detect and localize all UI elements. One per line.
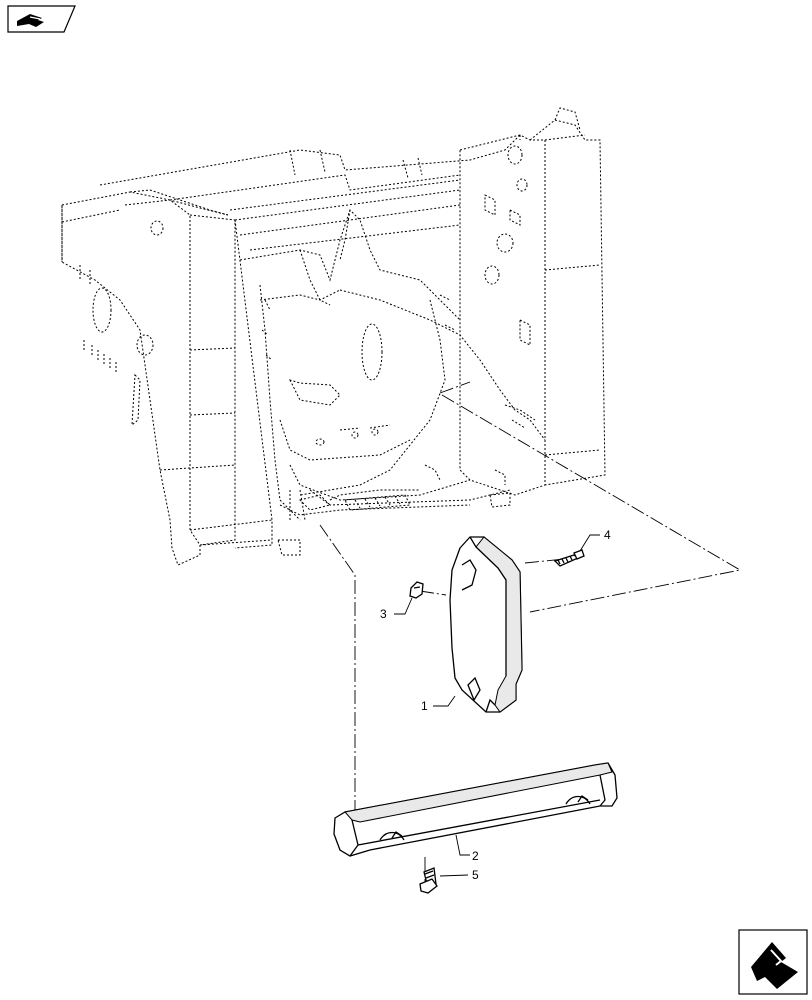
callout-1: 1 xyxy=(421,695,456,713)
next-page-button[interactable] xyxy=(738,929,808,995)
callout-3: 3 xyxy=(380,597,413,621)
svg-text:5: 5 xyxy=(472,868,479,882)
bolt-4[interactable] xyxy=(553,549,585,567)
next-page-icon xyxy=(751,942,798,989)
svg-text:2: 2 xyxy=(472,849,479,863)
svg-text:1: 1 xyxy=(421,699,428,713)
counterweight-block[interactable] xyxy=(449,536,523,713)
svg-text:4: 4 xyxy=(604,528,611,542)
loader-frame xyxy=(61,107,606,566)
callout-2: 2 xyxy=(455,834,479,863)
lower-weight-bar[interactable] xyxy=(333,762,618,857)
bolt-5[interactable] xyxy=(419,867,438,894)
prev-page-button[interactable] xyxy=(7,5,76,33)
callout-5: 5 xyxy=(439,868,479,882)
prev-page-icon xyxy=(17,14,44,27)
callout-4: 4 xyxy=(579,528,611,552)
svg-text:3: 3 xyxy=(380,607,387,621)
nut[interactable] xyxy=(409,581,424,599)
